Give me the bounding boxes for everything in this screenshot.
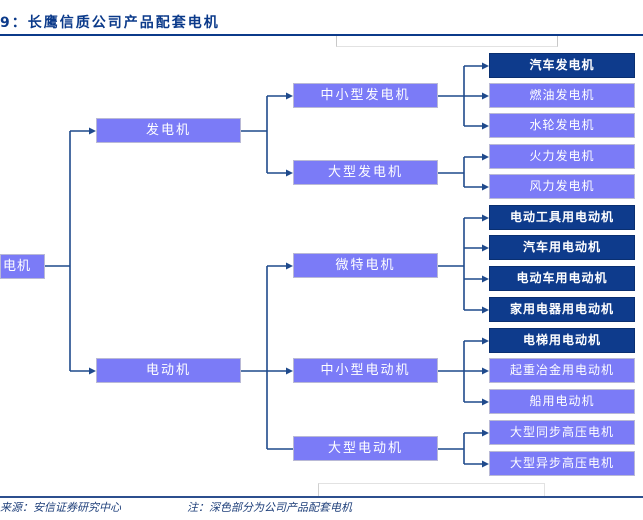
connector-micro	[438, 217, 485, 311]
node-label: 火力发电机	[529, 149, 595, 163]
node-label: 电机	[3, 259, 32, 274]
leaf-node: 水轮发电机	[489, 113, 635, 138]
node-label: 微特电机	[335, 258, 396, 273]
legend-note: 注：深色部分为公司产品配套电机	[187, 501, 352, 514]
leaf-node: 汽车发电机	[489, 53, 635, 78]
connector-large-motor	[438, 432, 485, 465]
node-root: 电机	[0, 254, 45, 279]
arrowhead	[482, 460, 489, 468]
arrowhead	[482, 367, 489, 375]
arrowhead	[482, 153, 489, 161]
node-label: 汽车发电机	[529, 58, 595, 72]
node-large-motor: 大型电动机	[293, 436, 438, 461]
title-rule	[0, 34, 643, 36]
arrowhead	[89, 367, 96, 375]
connector-large-gen	[438, 156, 485, 188]
node-label: 中小型电动机	[320, 363, 411, 378]
leaf-node: 火力发电机	[489, 144, 635, 169]
leaf-node: 家用电器用电动机	[489, 297, 635, 322]
arrowhead	[482, 306, 489, 314]
decorative-frame-top	[336, 36, 558, 47]
decorative-frame-bottom	[318, 483, 545, 496]
arrowhead	[286, 92, 293, 100]
arrowhead	[482, 275, 489, 283]
node-label: 电梯用电动机	[522, 333, 601, 347]
node-motor: 电动机	[96, 358, 241, 383]
node-label: 电动工具用电动机	[509, 210, 614, 224]
arrowhead	[89, 127, 96, 135]
connector-generator	[241, 95, 289, 174]
arrowhead	[286, 169, 293, 177]
node-label: 风力发电机	[529, 179, 595, 193]
node-small-medium-motor: 中小型电动机	[293, 358, 438, 383]
node-label: 家用电器用电动机	[509, 302, 614, 316]
leaf-node: 大型异步高压电机	[489, 451, 635, 476]
node-label: 船用电动机	[529, 394, 595, 408]
leaf-node: 燃油发电机	[489, 83, 635, 108]
arrowhead	[482, 122, 489, 130]
connector-root	[45, 130, 92, 372]
node-small-medium-generator: 中小型发电机	[293, 83, 438, 108]
arrowhead	[286, 367, 293, 375]
node-label: 电动车用电动机	[516, 271, 608, 285]
node-label: 汽车用电动机	[522, 240, 601, 254]
connector-small-motor	[438, 340, 485, 403]
arrowhead	[482, 183, 489, 191]
leaf-node: 电梯用电动机	[489, 328, 635, 353]
arrowhead	[482, 62, 489, 70]
arrowhead	[482, 214, 489, 222]
connector-small-gen	[438, 65, 485, 127]
node-label: 起重冶金用电动机	[509, 363, 614, 377]
node-label: 电动机	[145, 363, 191, 378]
leaf-node: 船用电动机	[489, 389, 635, 414]
node-large-generator: 大型发电机	[293, 160, 438, 185]
arrowhead	[482, 398, 489, 406]
arrowhead	[286, 262, 293, 270]
node-label: 发电机	[145, 123, 191, 138]
figure-title: 9：长鹰信质公司产品配套电机	[0, 15, 220, 31]
node-micro-special-motor: 微特电机	[293, 253, 438, 278]
source-note: 来源：安信证券研究中心	[0, 501, 121, 514]
node-label: 大型同步高压电机	[509, 425, 614, 439]
leaf-node: 汽车用电动机	[489, 235, 635, 260]
node-label: 燃油发电机	[529, 88, 595, 102]
node-label: 大型异步高压电机	[509, 456, 614, 470]
leaf-node: 风力发电机	[489, 174, 635, 199]
leaf-node: 起重冶金用电动机	[489, 358, 635, 383]
arrowhead	[482, 244, 489, 252]
node-label: 大型电动机	[327, 441, 403, 456]
arrowhead	[482, 429, 489, 437]
node-label: 中小型发电机	[320, 88, 411, 103]
leaf-node: 大型同步高压电机	[489, 420, 635, 445]
arrowhead	[482, 92, 489, 100]
connector-motor	[241, 265, 293, 450]
node-generator: 发电机	[96, 118, 241, 143]
node-label: 大型发电机	[327, 165, 403, 180]
leaf-node: 电动车用电动机	[489, 266, 635, 291]
leaf-node: 电动工具用电动机	[489, 205, 635, 230]
node-label: 水轮发电机	[529, 118, 595, 132]
arrowhead	[482, 337, 489, 345]
footer-rule	[0, 496, 643, 498]
